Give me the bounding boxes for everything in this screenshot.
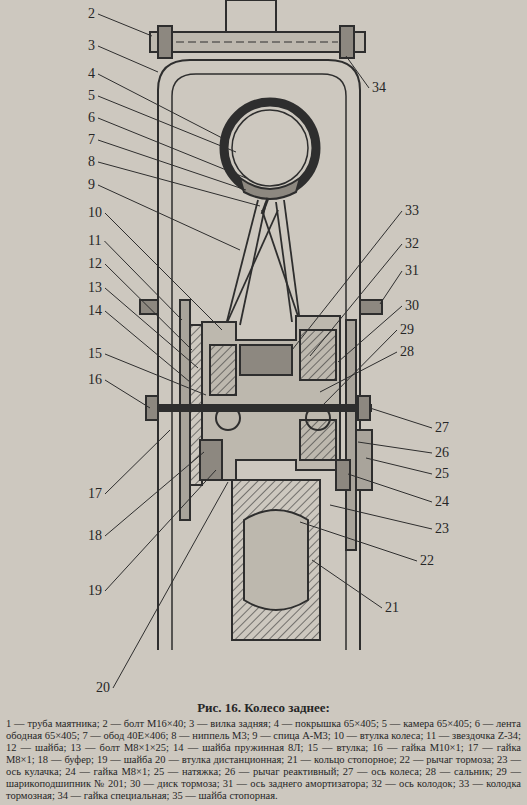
rear-fork-inner (172, 74, 346, 650)
callout-number: 13 (88, 280, 102, 296)
leader-line (105, 452, 204, 536)
leader-line (98, 162, 260, 206)
callout-number: 33 (405, 203, 419, 219)
leader-line (292, 211, 402, 350)
callout-number: 7 (88, 132, 95, 148)
callout-number: 11 (88, 233, 101, 249)
callout-number: 6 (88, 110, 95, 126)
callout-number: 9 (88, 177, 95, 193)
spokes (226, 200, 300, 325)
leader-line (98, 46, 158, 72)
nut (358, 396, 370, 420)
fork-crossbar (150, 32, 365, 52)
callout-number: 28 (400, 344, 414, 360)
figure-title: Рис. 16. Колесо заднее: (0, 700, 527, 715)
reaction-lever (346, 320, 356, 550)
leader-line (113, 482, 228, 688)
callout-number: 29 (400, 322, 414, 338)
callout-number: 18 (88, 528, 102, 544)
callout-number: 25 (435, 466, 449, 482)
callout-number: 20 (96, 680, 110, 696)
shock-axle (360, 300, 382, 314)
leader-line (300, 522, 417, 561)
parts-list: 1 — труба маятника; 2 — болт М16×40; 3 —… (6, 718, 521, 802)
leader-line (358, 442, 432, 453)
wheel-lower (232, 480, 320, 640)
callout-number: 22 (420, 553, 434, 569)
leader-line (346, 56, 369, 88)
callout-number: 15 (88, 346, 102, 362)
callout-number: 34 (372, 80, 386, 96)
callout-number: 26 (435, 445, 449, 461)
leader-line (105, 213, 222, 330)
callout-number: 14 (88, 303, 102, 319)
leader-line (370, 408, 432, 428)
rim (240, 178, 300, 199)
leader-line (380, 271, 402, 304)
leader-line (312, 560, 382, 608)
wheel-axle (146, 404, 372, 412)
leader-line (98, 96, 236, 152)
callout-number: 30 (405, 298, 419, 314)
rear-fork (158, 60, 360, 650)
callout-number: 8 (88, 154, 95, 170)
leader-line (98, 74, 226, 140)
callout-number: 17 (88, 486, 102, 502)
brake-disc (244, 510, 308, 610)
leader-line (105, 470, 216, 591)
callout-number: 4 (88, 66, 95, 82)
callout-number: 2 (88, 6, 95, 22)
leader-line (104, 241, 182, 320)
leader-line (105, 380, 150, 408)
bolt-head (340, 26, 354, 58)
callout-number: 3 (88, 38, 95, 54)
bolt-head (158, 26, 172, 58)
callout-number: 5 (88, 88, 95, 104)
cam-nut (336, 460, 350, 490)
swing-tube (226, 0, 276, 32)
callout-number: 19 (88, 583, 102, 599)
leader-line (105, 430, 170, 494)
leader-line (320, 352, 397, 392)
nut (146, 396, 158, 420)
callout-number: 27 (435, 420, 449, 436)
leader-line (366, 458, 432, 474)
callout-number: 21 (385, 600, 399, 616)
brake-shoe (240, 345, 292, 375)
callout-number: 16 (88, 372, 102, 388)
callout-number: 24 (435, 494, 449, 510)
leader-line (98, 14, 152, 36)
buffer (200, 440, 222, 480)
leader-line (105, 288, 198, 368)
leader-line (348, 474, 432, 502)
callout-number: 23 (435, 521, 449, 537)
callout-number: 31 (405, 263, 419, 279)
leader-line (330, 505, 432, 529)
callout-number: 12 (88, 256, 102, 272)
leader-line (98, 185, 240, 250)
leader-line (318, 330, 397, 410)
leader-line (105, 264, 192, 350)
tyre (224, 102, 316, 194)
callout-number: 32 (405, 236, 419, 252)
inner-tube (232, 110, 308, 186)
callout-number: 10 (88, 205, 102, 221)
